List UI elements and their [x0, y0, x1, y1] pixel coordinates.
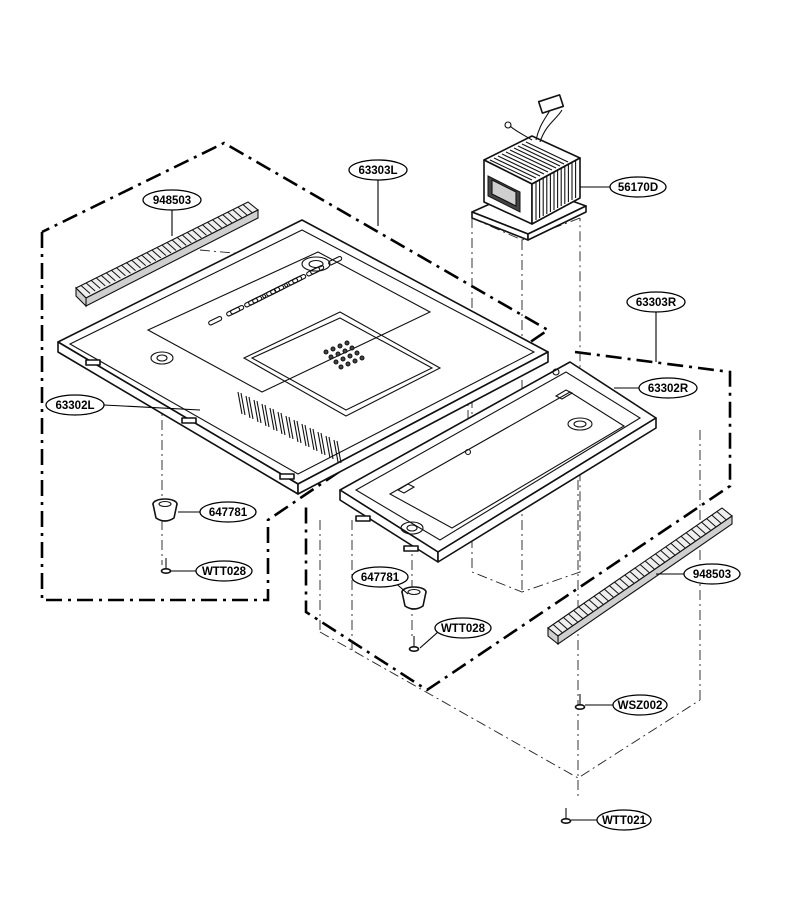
gasket-strip-lower: [547, 507, 733, 646]
callout-56170D: 56170D: [609, 176, 667, 198]
callout-wtt028-right: WTT028: [434, 617, 492, 639]
callout-label: 63303L: [358, 165, 397, 177]
callout-label: 647781: [361, 572, 400, 584]
callout-label: WTT028: [441, 623, 486, 635]
screw-wsz002: [574, 694, 586, 710]
assembly-outline-left: [40, 141, 551, 602]
callout-948503-upper: 948503: [142, 189, 202, 211]
callout-647781-right: 647781: [351, 566, 409, 588]
callout-wtt028-left: WTT028: [195, 560, 253, 582]
callout-948503-lower: 948503: [683, 563, 741, 585]
foot-right: [401, 586, 427, 610]
callout-wsz002: WSZ002: [612, 694, 668, 716]
screw-wtt028-left: [160, 558, 172, 574]
callout-label: 647781: [209, 507, 248, 519]
screw-wtt021: [560, 808, 572, 824]
callout-647781-left: 647781: [199, 501, 257, 523]
callout-63303L: 63303L: [348, 159, 408, 181]
callout-label: 948503: [693, 569, 731, 581]
assembly-outline-right: [304, 350, 732, 692]
foot-left: [152, 498, 178, 522]
callout-wtt021: WTT021: [596, 809, 652, 831]
callout-63302L: 63302L: [45, 394, 105, 416]
callout-label: 63302L: [55, 400, 94, 412]
callout-label: 63302R: [648, 383, 689, 395]
callout-63302R: 63302R: [638, 377, 698, 399]
callout-label: WTT028: [202, 566, 247, 578]
callout-label: 56170D: [618, 182, 658, 194]
screw-wtt028-right: [408, 636, 420, 652]
callout-label: WSZ002: [618, 700, 663, 712]
leader-lines: [103, 180, 686, 821]
base-tray-right: [339, 361, 657, 563]
transformer: [471, 94, 587, 241]
base-tray-left: [57, 219, 549, 495]
callout-label: 948503: [153, 195, 191, 207]
callout-63303R: 63303R: [626, 291, 686, 313]
callout-label: 63303R: [636, 297, 677, 309]
gasket-strip-upper: [75, 201, 260, 308]
callout-label: WTT021: [602, 815, 647, 827]
